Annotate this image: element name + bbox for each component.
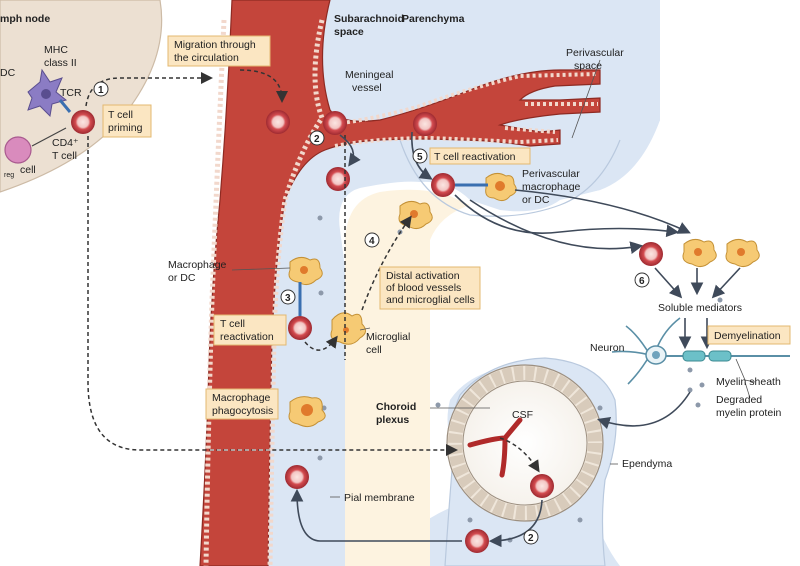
- cd4-label-1: CD4⁺: [52, 137, 79, 149]
- perivascular-macrophage-label-2: macrophage: [522, 181, 581, 193]
- parenchyma-tongue: [345, 189, 470, 566]
- subarachnoid-label-1: Subarachnoid: [334, 13, 404, 25]
- svg-text:Distal activation: Distal activation: [386, 270, 460, 282]
- box-reactivation-left: T cell reactivation: [213, 314, 287, 346]
- cd4-label-2: T cell: [52, 150, 77, 162]
- t-cell-priming: [71, 110, 95, 134]
- svg-text:2: 2: [528, 533, 534, 544]
- svg-text:T cell: T cell: [220, 318, 245, 330]
- step-2-top: 2: [309, 130, 325, 146]
- parenchyma-label: Parenchyma: [402, 13, 465, 25]
- t-cell-choroid: [530, 474, 554, 498]
- svg-text:and microglial cells: and microglial cells: [386, 294, 475, 306]
- degraded-label-1: Degraded: [716, 394, 762, 406]
- degraded-label-2: myelin protein: [716, 407, 782, 419]
- tcr-label: TCR: [60, 87, 82, 99]
- perivascular-space-label-1: Perivascular: [566, 47, 624, 59]
- svg-text:3: 3: [285, 293, 291, 304]
- soluble-mediators-label: Soluble mediators: [658, 302, 742, 314]
- pial-membrane-label: Pial membrane: [344, 492, 415, 504]
- meningeal-label-1: Meningeal: [345, 69, 393, 81]
- myelin-sheath-2: [708, 350, 732, 362]
- box-migration: Migration through the circulation: [167, 35, 271, 67]
- step-markers: 1 2 3 4 5 6 2: [93, 81, 650, 545]
- step-3: 3: [280, 289, 296, 305]
- svg-text:priming: priming: [108, 122, 143, 134]
- svg-text:2: 2: [314, 134, 320, 145]
- svg-text:1: 1: [98, 85, 104, 96]
- csf-label: CSF: [512, 409, 533, 421]
- treg-cell-label: cell: [20, 164, 36, 176]
- macrophage-nuclei: [300, 181, 745, 416]
- t-cell-parenchyma: [639, 242, 663, 266]
- neuron-label: Neuron: [590, 342, 625, 354]
- mhc-label-2: class II: [44, 57, 77, 69]
- t-cell-perivascular: [431, 173, 455, 197]
- svg-text:phagocytosis: phagocytosis: [212, 405, 273, 417]
- macrophage-dc-label-1: Macrophage: [168, 259, 227, 271]
- subarachnoid-label-2: space: [334, 26, 364, 38]
- step-1: 1: [93, 81, 109, 97]
- box-distal-activation: Distal activation of blood vessels and m…: [379, 266, 481, 310]
- choroid-vessel: [467, 417, 523, 478]
- meningeal-label-2: vessel: [352, 82, 382, 94]
- perivascular-space-outline: [399, 139, 621, 217]
- tcr-mhc-link: [58, 99, 72, 113]
- t-cells: [71, 110, 663, 553]
- box-demyelination: Demyelination: [707, 325, 791, 345]
- svg-text:T cell reactivation: T cell reactivation: [434, 151, 516, 163]
- perivascular-macrophage-label-1: Perivascular: [522, 168, 580, 180]
- leader-lines: [231, 59, 756, 498]
- svg-text:4: 4: [369, 236, 375, 247]
- ependyma-ring-cells: [448, 366, 602, 520]
- box-reactivation-top: T cell reactivation: [429, 147, 531, 165]
- vessel-endothelium-right: [267, 19, 325, 566]
- step-5: 5: [412, 148, 428, 164]
- perivascular-macrophage-label-3: or DC: [522, 194, 550, 206]
- myelin-sheath-label: Myelin sheath: [716, 376, 781, 388]
- svg-text:5: 5: [417, 152, 423, 163]
- step-6: 6: [634, 272, 650, 288]
- dc-label: DC: [0, 67, 16, 79]
- mhc-label-1: MHC: [44, 44, 68, 56]
- box-phagocytosis: Macrophage phagocytosis: [205, 388, 279, 420]
- svg-text:Macrophage: Macrophage: [212, 392, 271, 404]
- lymph-node-label: mph node: [0, 13, 50, 25]
- arrows: [85, 69, 741, 548]
- t-cell-reactivation-left: [288, 316, 312, 340]
- microglial-label-1: Microglial: [366, 331, 410, 343]
- perivascular-space-label-2: space: [574, 60, 602, 72]
- dendritic-cell-icon: [27, 68, 68, 118]
- treg-cell: [4, 136, 32, 164]
- treg-subscript: reg: [4, 172, 14, 179]
- neuron-nucleus: [652, 351, 660, 359]
- t-cell-vessel-2: [323, 111, 347, 135]
- svg-text:the circulation: the circulation: [174, 52, 239, 64]
- svg-text:Demyelination: Demyelination: [714, 330, 781, 342]
- t-cell-bottom: [465, 529, 489, 553]
- t-cell-subarachnoid: [326, 167, 350, 191]
- microglial-label-2: cell: [366, 344, 382, 356]
- svg-text:6: 6: [639, 276, 645, 287]
- svg-text:T cell: T cell: [108, 109, 133, 121]
- box-priming: T cell priming: [102, 104, 152, 138]
- t-cell-vessel-3: [413, 112, 437, 136]
- t-cell-vessel-1: [266, 110, 290, 134]
- t-cell-pial: [285, 465, 309, 489]
- text-labels: mph node Subarachnoid space Parenchyma P…: [0, 13, 782, 504]
- step-2-bottom: 2: [523, 529, 539, 545]
- svg-text:Migration through: Migration through: [174, 39, 256, 51]
- step-4: 4: [364, 232, 380, 248]
- choroid-label-1: Choroid: [376, 401, 416, 413]
- macrophage-dc-label-2: or DC: [168, 272, 196, 284]
- svg-text:of blood vessels: of blood vessels: [386, 282, 461, 294]
- svg-text:reactivation: reactivation: [220, 331, 274, 343]
- ependyma-label: Ependyma: [622, 458, 672, 470]
- csf-core: [462, 380, 588, 506]
- cd4-inhibition-line: [31, 127, 67, 147]
- myelin-sheath-1: [682, 350, 706, 362]
- choroid-label-2: plexus: [376, 414, 409, 426]
